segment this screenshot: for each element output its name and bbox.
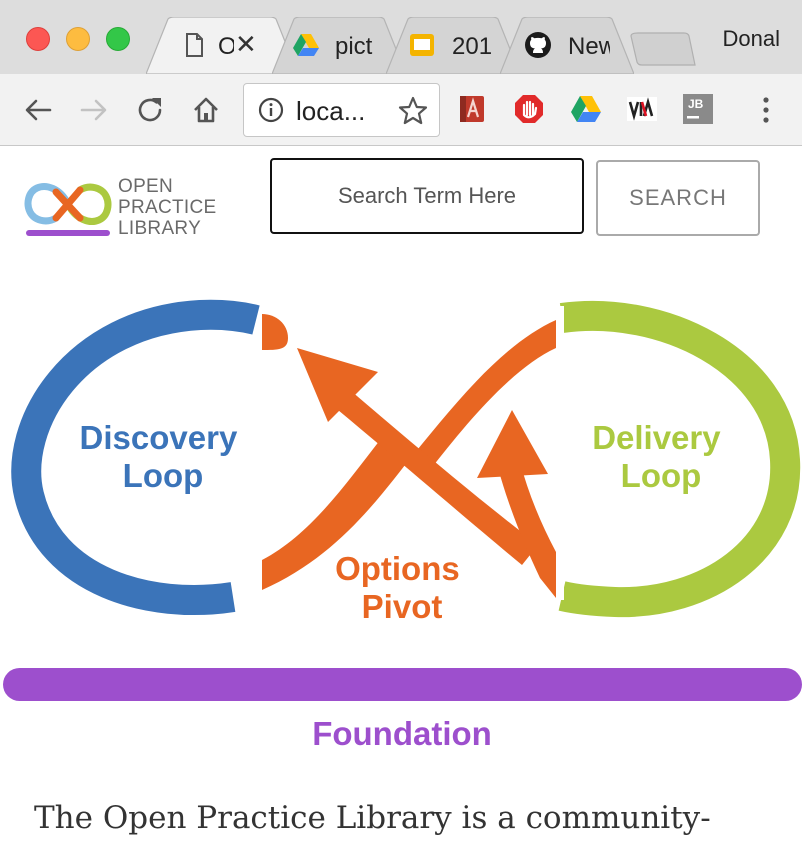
browser-toolbar: loca... JB — [0, 74, 802, 146]
reload-icon[interactable] — [134, 94, 166, 126]
tab-title: New — [568, 33, 610, 60]
tab-github[interactable]: New — [500, 17, 634, 74]
foundation-label: Foundation — [312, 715, 492, 752]
pivot-arrow-to-delivery — [498, 462, 556, 598]
addressbook-icon[interactable] — [456, 93, 488, 125]
tab-drive[interactable]: pict — [272, 17, 406, 74]
options-pivot-label: Options Pivot — [335, 550, 469, 625]
pivot-arrowhead-delivery-icon — [477, 410, 548, 478]
search-button[interactable]: SEARCH — [596, 160, 760, 236]
bookmark-star-icon[interactable] — [398, 96, 428, 126]
tab-title: pict — [335, 33, 373, 60]
options-pivot-band-lower — [262, 440, 405, 590]
home-icon[interactable] — [190, 94, 222, 126]
info-icon[interactable] — [258, 97, 284, 123]
maximize-window-button[interactable] — [106, 27, 130, 51]
forward-icon[interactable] — [78, 94, 110, 126]
tab-title: O — [218, 33, 234, 60]
pivot-arrowhead-discovery-icon — [297, 348, 378, 422]
google-drive-icon[interactable] — [570, 93, 602, 125]
tab-slides[interactable]: 201 — [386, 17, 520, 74]
delivery-loop-arc — [558, 300, 801, 618]
github-icon — [525, 32, 551, 58]
delivery-loop-label: Delivery Loop — [592, 419, 730, 494]
google-slides-icon — [410, 34, 434, 56]
site-header: OPEN PRACTICE LIBRARY SEARCH — [0, 146, 802, 260]
tab-title: 201 — [452, 33, 492, 60]
back-icon[interactable] — [22, 94, 54, 126]
svg-text:JB: JB — [688, 97, 704, 111]
discovery-loop-cap — [262, 314, 288, 350]
intro-paragraph: The Open Practice Library is a community… — [34, 800, 711, 836]
foundation-bar — [3, 668, 802, 701]
adblock-icon[interactable] — [513, 93, 545, 125]
tab-strip: O ✕ pict 201 New Donal — [0, 0, 802, 74]
url-text: loca... — [296, 96, 366, 126]
tab-active[interactable]: O ✕ — [146, 17, 298, 74]
address-bar[interactable]: loca... — [243, 83, 440, 137]
jetbrains-icon[interactable]: JB — [682, 93, 714, 125]
logo-line-3: LIBRARY — [118, 218, 202, 239]
menu-kebab-icon[interactable] — [756, 94, 776, 126]
discovery-loop-arc — [11, 299, 260, 615]
close-window-button[interactable] — [26, 27, 50, 51]
logo-line-2: PRACTICE — [118, 197, 217, 218]
practice-loop-diagram: Discovery Loop Delivery Loop Options Piv… — [0, 260, 802, 780]
profile-name[interactable]: Donal — [722, 26, 780, 51]
search-input[interactable] — [270, 158, 584, 234]
options-pivot-band-upper — [405, 320, 556, 470]
logo-line-1: OPEN — [118, 176, 174, 197]
minimize-window-button[interactable] — [66, 27, 90, 51]
via-icon[interactable] — [626, 93, 658, 125]
close-tab-icon[interactable]: ✕ — [235, 29, 257, 59]
open-practice-library-logo-icon[interactable] — [24, 178, 112, 238]
pivot-arrow-to-discovery — [338, 390, 538, 565]
new-tab-button[interactable] — [630, 32, 696, 66]
discovery-loop-label: Discovery Loop — [80, 419, 247, 494]
logo-wordmark[interactable]: OPEN PRACTICE LIBRARY — [118, 176, 216, 239]
google-drive-icon — [293, 34, 319, 56]
page-icon — [186, 33, 203, 57]
